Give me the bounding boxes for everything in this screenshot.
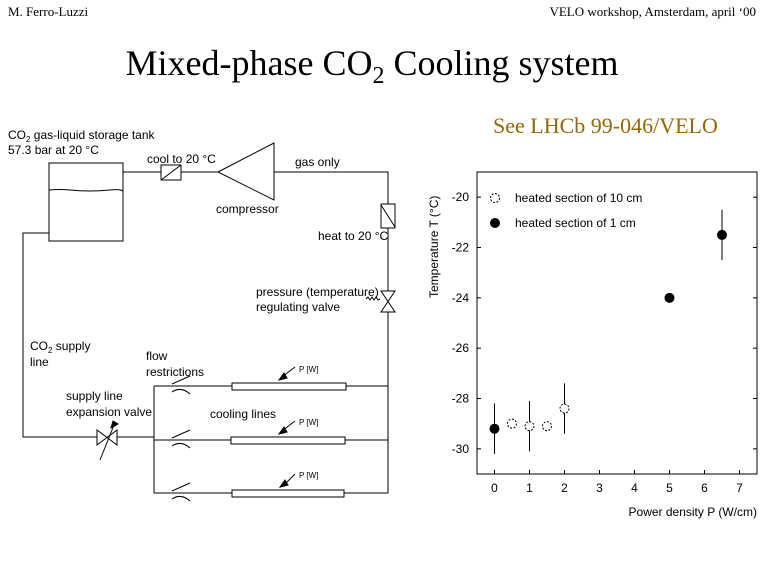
title-text-end: Cooling system (384, 43, 619, 83)
cooler-label: cool to 20 °C (147, 152, 216, 166)
data-point-open (542, 421, 552, 432)
data-point-open (559, 403, 570, 414)
legend-label: heated section of 10 cm (515, 191, 642, 205)
title-text: Mixed-phase CO (125, 43, 373, 83)
compressor-label: compressor (216, 202, 279, 216)
tank-label: CO2 gas-liquid storage tank (8, 128, 156, 144)
title-subscript: 2 (372, 63, 385, 90)
x-tick-label: 7 (736, 481, 743, 495)
power-label: P [W] (299, 418, 318, 427)
data-point-open (524, 421, 535, 432)
cooling-branches (154, 382, 388, 498)
legend-filled-marker (490, 218, 500, 228)
plot-frame (476, 171, 758, 475)
y-tick-label: -22 (452, 241, 470, 255)
x-tick-label: 1 (526, 481, 533, 495)
data-point-filled (664, 292, 675, 303)
page-title: Mixed-phase CO2 Cooling system (0, 42, 744, 90)
spring-icon (365, 296, 381, 301)
valve-label: pressure (temperature) (256, 285, 379, 299)
author: M. Ferro-Luzzi (8, 4, 89, 19)
restriction-label-2: restrictions (146, 365, 204, 379)
liquid-level (48, 189, 124, 192)
power-label: P [W] (299, 365, 318, 374)
x-tick-label: 4 (631, 481, 638, 495)
x-tick-label: 6 (701, 481, 708, 495)
data-point-filled (489, 423, 500, 434)
flow-restriction-icons (171, 375, 191, 502)
regulating-valve-icon (380, 290, 396, 313)
x-tick-label: 5 (666, 481, 673, 495)
storage-tank (48, 162, 124, 242)
y-tick-label: -24 (452, 291, 470, 305)
x-tick-label: 3 (596, 481, 603, 495)
y-tick-label: -20 (452, 190, 470, 204)
x-axis-label: Power density P (W/cm) (629, 505, 757, 519)
expansion-valve-icon (96, 429, 118, 446)
pipe (274, 171, 389, 204)
restriction-label: flow (146, 349, 168, 363)
power-label: P [W] (299, 471, 318, 480)
y-tick-label: -26 (452, 341, 470, 355)
event-info: VELO workshop, Amsterdam, april ‘00 (549, 4, 756, 19)
tank-pressure-label: 57.3 bar at 20 °C (8, 143, 99, 157)
y-tick-label: -30 (452, 442, 470, 456)
supply-line (22, 232, 97, 438)
heater-label: heat to 20 °C (318, 229, 389, 243)
supply-label: CO2 supply (30, 339, 90, 355)
data-point-filled (717, 229, 727, 240)
expansion-label: supply line (66, 389, 123, 403)
legend-open-marker (490, 193, 500, 203)
arrow-icon (110, 420, 119, 430)
cooling-lines-label: cooling lines (210, 407, 276, 421)
reference-link: See LHCb 99-046/VELO (493, 113, 718, 138)
data-point-open (507, 418, 517, 429)
expansion-label-2: expansion valve (66, 405, 152, 419)
y-axis-label: Temperature T (°C) (427, 196, 441, 298)
x-tick-label: 2 (561, 481, 568, 495)
power-arrows (277, 366, 296, 488)
legend-label: heated section of 1 cm (515, 216, 636, 230)
supply-label-2: line (30, 355, 49, 369)
valve-label-2: regulating valve (256, 300, 340, 314)
gas-only-label: gas only (295, 155, 340, 169)
y-tick-label: -28 (452, 392, 470, 406)
x-tick-label: 0 (491, 481, 498, 495)
